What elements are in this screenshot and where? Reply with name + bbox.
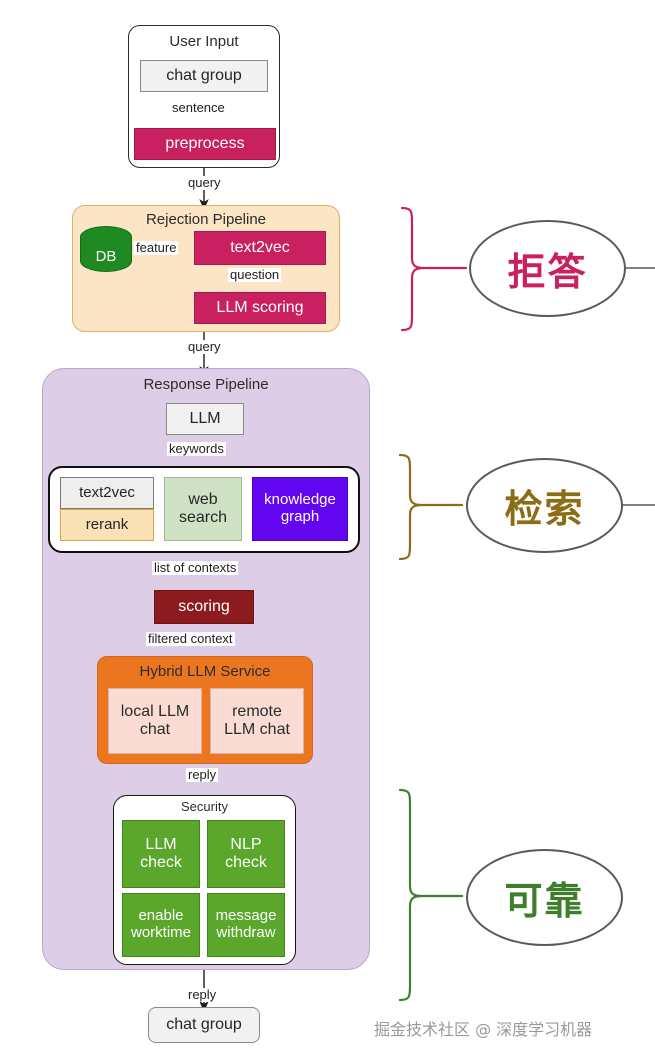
node-db[interactable]: DB: [80, 226, 132, 272]
watermark-text: 掘金技术社区 @ 深度学习机器: [374, 1020, 593, 1039]
node-knowledge-graph[interactable]: knowledge graph: [252, 477, 348, 541]
node-llm-scoring[interactable]: LLM scoring: [194, 292, 326, 324]
edge-label-question: question: [228, 267, 282, 283]
edge-label-list-of-contexts: list of contexts: [152, 560, 239, 576]
group-response-pipeline-title: Response Pipeline: [143, 376, 269, 393]
node-preprocess[interactable]: preprocess: [134, 128, 276, 160]
edge-label-keywords: keywords: [167, 441, 226, 457]
node-scoring[interactable]: scoring: [154, 590, 254, 624]
node-local-llm-chat[interactable]: local LLM chat: [108, 688, 202, 754]
node-text2vec-rejection[interactable]: text2vec: [194, 231, 326, 265]
group-hybrid-llm-service-title: Hybrid LLM Service: [139, 663, 271, 680]
node-web-search[interactable]: web search: [164, 477, 242, 541]
group-user-input-title: User Input: [169, 33, 239, 50]
node-nlp-check[interactable]: NLP check: [207, 820, 285, 888]
group-security-title: Security: [181, 799, 228, 814]
edge-label-reply-final: reply: [186, 987, 219, 1003]
node-rerank[interactable]: rerank: [60, 509, 154, 541]
node-enable-worktime[interactable]: enable worktime: [122, 893, 200, 957]
node-remote-llm-chat[interactable]: remote LLM chat: [210, 688, 304, 754]
edge-label-sentence: sentence: [170, 100, 227, 116]
annotation-ellipse-reliable: 可靠: [466, 849, 623, 946]
annotation-ellipse-retrieval: 检索: [466, 458, 623, 553]
node-chat-group-top[interactable]: chat group: [140, 60, 268, 92]
annotation-ellipse-rejection: 拒答: [469, 220, 626, 317]
node-message-withdraw[interactable]: message withdraw: [207, 893, 285, 957]
edge-label-query-to-response: query: [186, 339, 223, 355]
node-llm-check[interactable]: LLM check: [122, 820, 200, 888]
edge-label-reply-from-hybrid: reply: [186, 767, 219, 783]
node-db-label: DB: [95, 248, 117, 265]
node-chat-group-bottom[interactable]: chat group: [148, 1007, 260, 1043]
edge-label-query-to-rejection: query: [186, 175, 223, 191]
node-text2vec-retrieval[interactable]: text2vec: [60, 477, 154, 509]
group-rejection-pipeline-title: Rejection Pipeline: [145, 211, 267, 228]
node-llm[interactable]: LLM: [166, 403, 244, 435]
edge-label-feature: feature: [134, 240, 179, 256]
edge-label-filtered-context: filtered context: [146, 631, 235, 647]
